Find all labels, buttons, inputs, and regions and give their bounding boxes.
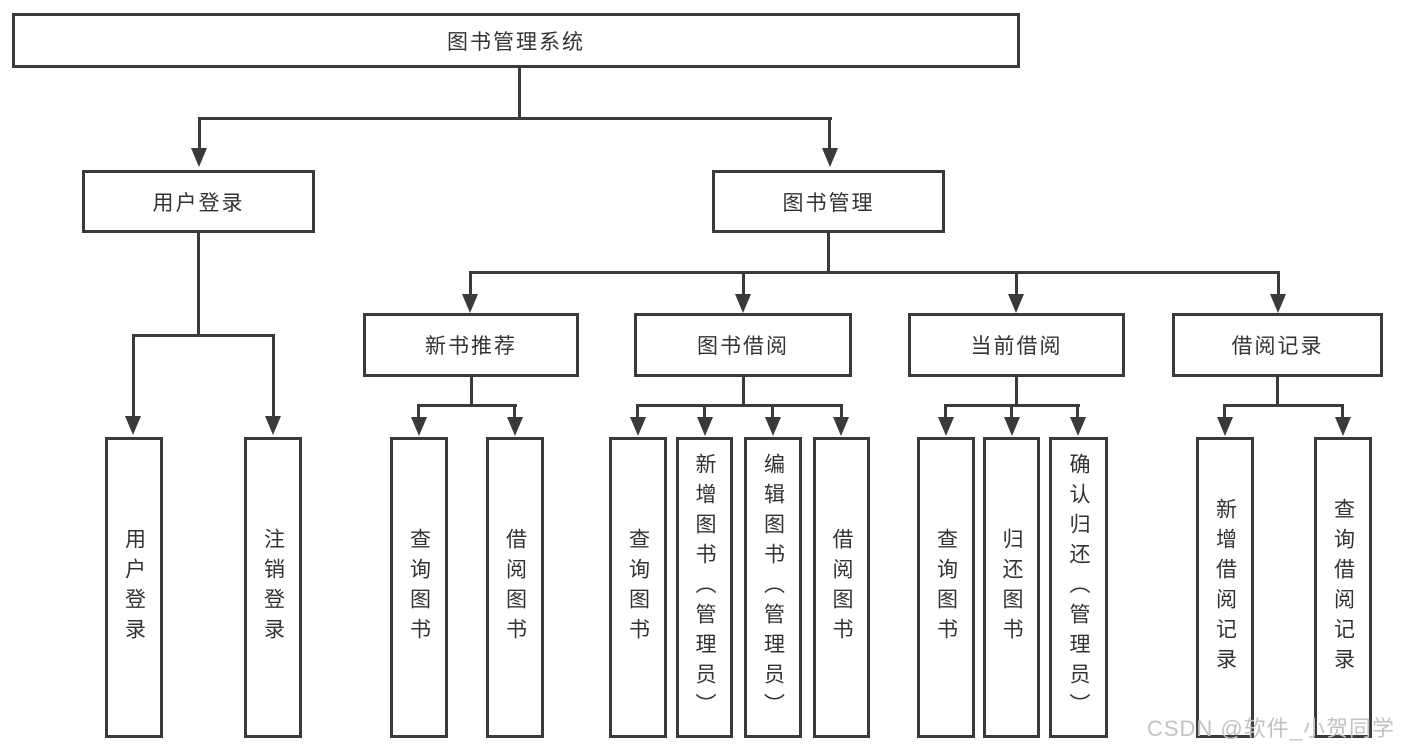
leaf-label: 查询图书 <box>934 527 958 648</box>
arrow-down-icon <box>822 148 838 167</box>
connector-leaf-splitter <box>418 404 517 407</box>
leaf-borrow-books-1: 借阅图书 <box>486 437 544 738</box>
connector-level2-splitter <box>198 117 832 120</box>
leaf-label: 用户登录 <box>122 527 146 648</box>
connector-arrow-shaft <box>636 404 639 420</box>
leaf-label: 查询图书 <box>626 527 650 648</box>
connector-stem <box>1015 377 1018 406</box>
leaf-query-books-1: 查询图书 <box>390 437 448 738</box>
arrow-down-icon <box>1008 294 1024 313</box>
arrow-down-icon <box>697 417 713 436</box>
connector-stem <box>742 377 745 406</box>
arrow-down-icon <box>938 417 954 436</box>
arrow-down-icon <box>833 417 849 436</box>
connector-stem <box>470 377 473 406</box>
arrow-down-icon <box>1335 417 1351 436</box>
connector-arrow-shaft <box>1015 271 1018 296</box>
arrow-down-icon <box>125 416 141 435</box>
connector-user-login-splitter <box>132 334 275 337</box>
leaf-return-book: 归还图书 <box>983 437 1040 738</box>
node-label: 借阅记录 <box>1231 335 1324 358</box>
connector-arrow-shaft <box>771 404 774 420</box>
node-current-borrow: 当前借阅 <box>908 313 1125 377</box>
arrow-down-icon <box>191 148 207 167</box>
arrow-down-icon <box>1270 294 1286 313</box>
arrow-down-icon <box>265 416 281 435</box>
leaf-label: 借阅图书 <box>830 527 853 648</box>
connector-arrow-shaft <box>840 404 843 420</box>
connector-arrow-shaft <box>1010 404 1013 420</box>
leaf-add-book-admin: 新增图书（管理员） <box>676 437 733 738</box>
arrow-down-icon <box>765 417 781 436</box>
connector-leaf-splitter <box>637 404 843 407</box>
node-label: 图书借阅 <box>697 335 789 358</box>
arrow-down-icon <box>1217 417 1233 436</box>
leaf-query-books-3: 查询图书 <box>917 437 975 738</box>
connector-arrow-shaft <box>742 271 745 296</box>
arrow-down-icon <box>735 294 751 313</box>
leaf-borrow-books-2: 借阅图书 <box>813 437 870 738</box>
arrow-down-icon <box>411 417 427 436</box>
node-label: 当前借阅 <box>970 335 1063 358</box>
leaf-query-books-2: 查询图书 <box>609 437 667 738</box>
connector-stem <box>1276 377 1279 406</box>
node-book-borrow: 图书借阅 <box>634 313 852 377</box>
node-user-login: 用户登录 <box>82 170 315 233</box>
node-borrow-records: 借阅记录 <box>1172 313 1383 377</box>
leaf-label: 借阅图书 <box>503 527 527 648</box>
leaf-user-login: 用户登录 <box>105 437 163 738</box>
arrow-down-icon <box>1004 417 1020 436</box>
leaf-add-borrow-record: 新增借阅记录 <box>1196 437 1254 738</box>
connector-arrow-shaft <box>198 117 201 149</box>
connector-root-stem <box>518 68 521 118</box>
connector-arrow-shaft <box>132 334 135 418</box>
leaf-logout: 注销登录 <box>244 437 302 738</box>
connector-arrow-shaft <box>944 404 947 420</box>
node-library-system: 图书管理系统 <box>12 13 1020 68</box>
leaf-label: 编辑图书（管理员） <box>761 452 785 723</box>
leaf-label: 新增图书（管理员） <box>693 452 716 723</box>
node-book-management: 图书管理 <box>712 170 945 233</box>
node-label: 图书管理系统 <box>447 30 585 54</box>
node-new-book-recommend: 新书推荐 <box>363 313 579 377</box>
connector-arrow-shaft <box>1223 404 1226 420</box>
arrow-down-icon <box>507 417 523 436</box>
connector-arrow-shaft <box>828 117 831 149</box>
arrow-down-icon <box>462 294 478 313</box>
node-label: 用户登录 <box>152 191 245 215</box>
csdn-watermark: CSDN @软件_小贺同学 <box>1146 716 1395 741</box>
leaf-label: 注销登录 <box>261 527 285 648</box>
leaf-query-borrow-record: 查询借阅记录 <box>1314 437 1372 738</box>
connector-arrow-shaft <box>1277 271 1280 296</box>
connector-leaf-splitter <box>1224 404 1344 407</box>
leaf-label: 新增借阅记录 <box>1213 497 1237 678</box>
connector-arrow-shaft <box>469 271 472 296</box>
connector-arrow-shaft <box>513 404 516 420</box>
connector-arrow-shaft <box>1076 404 1079 420</box>
leaf-confirm-return-admin: 确认归还（管理员） <box>1049 437 1108 738</box>
connector-arrow-shaft <box>272 334 275 418</box>
arrow-down-icon <box>1070 417 1086 436</box>
connector-level3-splitter <box>469 271 1280 274</box>
connector-arrow-shaft <box>417 404 420 420</box>
node-label: 新书推荐 <box>425 335 517 358</box>
connector-book-mgmt-stem <box>827 233 830 273</box>
leaf-label: 确认归还（管理员） <box>1067 452 1090 723</box>
leaf-edit-book-admin: 编辑图书（管理员） <box>744 437 802 738</box>
connector-arrow-shaft <box>703 404 706 420</box>
node-label: 图书管理 <box>782 191 875 215</box>
arrow-down-icon <box>630 417 646 436</box>
leaf-label: 查询借阅记录 <box>1331 497 1355 678</box>
leaf-label: 归还图书 <box>1000 527 1023 648</box>
connector-user-login-stem <box>197 233 200 336</box>
connector-arrow-shaft <box>1341 404 1344 420</box>
leaf-label: 查询图书 <box>407 527 431 648</box>
